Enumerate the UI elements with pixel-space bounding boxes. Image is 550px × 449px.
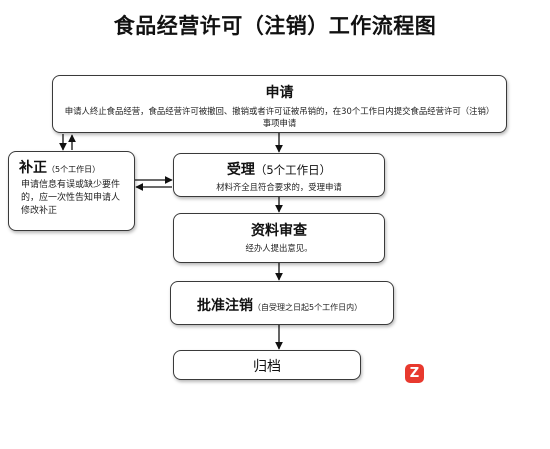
node-accept-title: 受理 — [226, 162, 255, 178]
node-review: 资料审查 经办人提出意见。 — [173, 213, 385, 263]
node-apply: 申请 申请人终止食品经营，食品经营许可被撤回、撤销或者许可证被吊销的，在30个工… — [52, 75, 507, 133]
node-supplement-description: 申请信息有误或缺少要件的，应一次性告知申请人修改补正 — [21, 180, 121, 216]
node-review-description: 经办人提出意见。 — [245, 243, 313, 253]
node-approve-note: （自受理之日起5个工作日内） — [253, 303, 363, 312]
node-approve-title: 批准注销 — [197, 298, 253, 314]
node-supplement: 补正（5个工作日） 申请信息有误或缺少要件的，应一次性告知申请人修改补正 — [8, 151, 135, 231]
node-supplement-note: （5个工作日） — [47, 165, 101, 174]
zhihu-logo-icon: Z — [405, 364, 424, 383]
diagram-title: 食品经营许可（注销）工作流程图 — [113, 14, 437, 38]
node-archive: 归档 — [173, 350, 361, 380]
node-apply-title: 申请 — [265, 85, 294, 101]
node-review-title: 资料审查 — [251, 223, 307, 239]
node-approve: 批准注销（自受理之日起5个工作日内） — [170, 281, 394, 325]
node-accept-description: 材料齐全且符合要求的，受理申请 — [216, 182, 342, 192]
node-supplement-title: 补正 — [19, 160, 47, 176]
node-accept: 受理（5个工作日） 材料齐全且符合要求的，受理申请 — [173, 153, 385, 197]
node-archive-title: 归档 — [253, 359, 281, 375]
node-accept-note: （5个工作日） — [254, 163, 332, 177]
node-apply-description: 申请人终止食品经营，食品经营许可被撤回、撤销或者许可证被吊销的，在30个工作日内… — [64, 106, 495, 128]
